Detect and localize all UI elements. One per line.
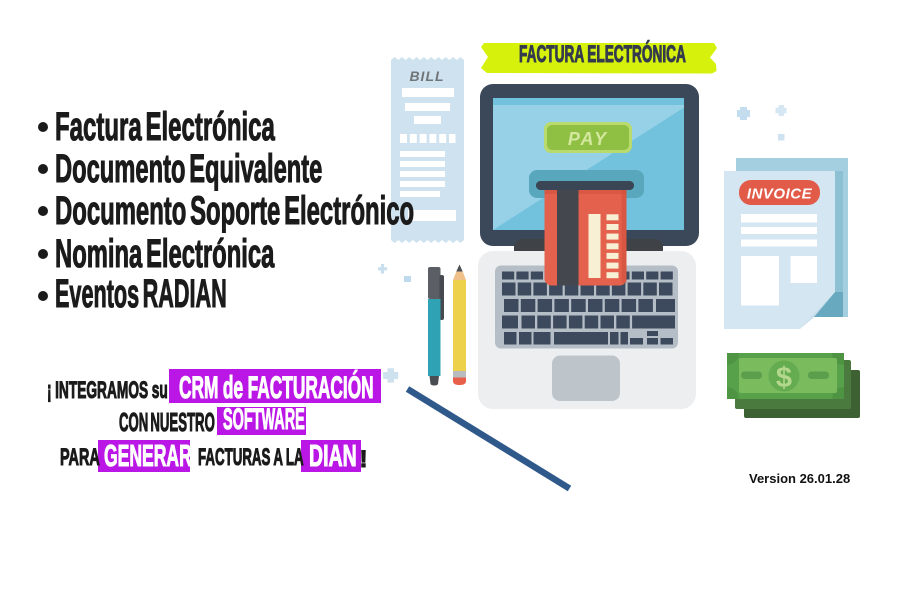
svg-text:BILL: BILL bbox=[409, 68, 444, 84]
svg-text:PAY: PAY bbox=[568, 129, 608, 149]
svg-text:$: $ bbox=[776, 362, 792, 394]
svg-text:INVOICE: INVOICE bbox=[747, 186, 813, 203]
